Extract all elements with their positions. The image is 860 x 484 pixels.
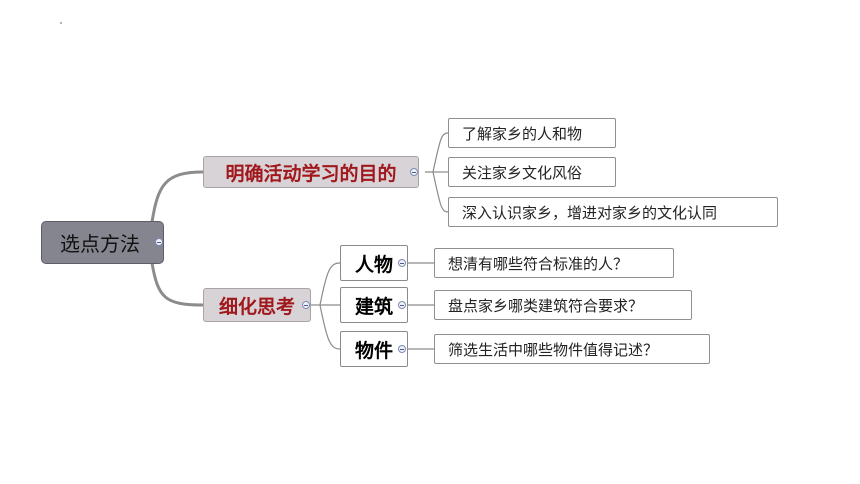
sub-label: 人物 — [354, 253, 393, 276]
leaf-node[interactable]: 了解家乡的人和物 — [448, 118, 616, 148]
sub-label: 物件 — [354, 339, 393, 362]
branch-node-purpose[interactable]: 明确活动学习的目的 — [203, 156, 419, 188]
detail-label: 盘点家乡哪类建筑符合要求？ — [448, 296, 644, 315]
branch-label: 明确活动学习的目的 — [225, 162, 397, 185]
branch-label: 细化思考 — [218, 295, 295, 318]
connector-b1-leaf3 — [432, 171, 449, 213]
connector-b1-leaf1 — [425, 132, 449, 173]
leaf-label: 深入认识家乡，增进对家乡的文化认同 — [462, 203, 718, 222]
sub-node-architecture[interactable]: 建筑 — [340, 287, 408, 323]
detail-leaf-node[interactable]: 盘点家乡哪类建筑符合要求？ — [434, 290, 692, 320]
detail-leaf-node[interactable]: 筛选生活中哪些物件值得记述？ — [434, 334, 710, 364]
sub-architecture-collapse-icon[interactable] — [398, 301, 406, 309]
leaf-node[interactable]: 关注家乡文化风俗 — [448, 157, 616, 187]
stray-dot — [60, 22, 62, 24]
sub-node-people[interactable]: 人物 — [340, 245, 408, 281]
detail-label: 筛选生活中哪些物件值得记述？ — [448, 340, 659, 359]
sub-objects-collapse-icon[interactable] — [398, 345, 406, 353]
branch-detail-collapse-icon[interactable] — [302, 301, 310, 309]
root-label: 选点方法 — [60, 232, 140, 256]
connector-b2-sub3 — [319, 304, 341, 350]
branch-purpose-collapse-icon[interactable] — [410, 168, 418, 176]
leaf-label: 了解家乡的人和物 — [462, 124, 583, 143]
sub-node-objects[interactable]: 物件 — [340, 331, 408, 367]
connector-b2-sub1 — [311, 262, 341, 306]
detail-label: 想清有哪些符合标准的人？ — [448, 254, 629, 273]
connector-root-branch2 — [150, 262, 204, 307]
root-collapse-icon[interactable] — [155, 238, 163, 246]
root-node[interactable]: 选点方法 — [41, 221, 164, 264]
sub-people-collapse-icon[interactable] — [398, 259, 406, 267]
connector-root-branch1 — [150, 170, 204, 223]
sub-label: 建筑 — [354, 295, 393, 318]
leaf-node[interactable]: 深入认识家乡，增进对家乡的文化认同 — [448, 197, 778, 227]
branch-node-detail-thinking[interactable]: 细化思考 — [203, 288, 311, 322]
detail-leaf-node[interactable]: 想清有哪些符合标准的人？ — [434, 248, 674, 278]
leaf-label: 关注家乡文化风俗 — [462, 163, 583, 182]
